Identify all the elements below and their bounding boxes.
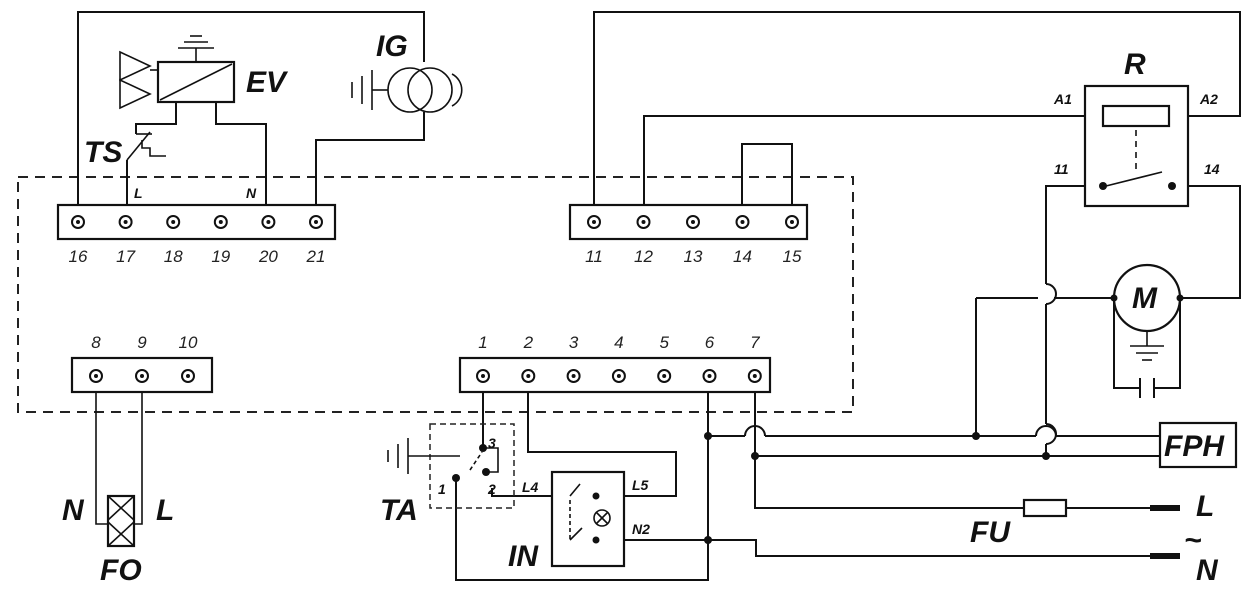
ev-valve: EV	[119, 35, 289, 110]
terminal-screw-center-2	[526, 374, 531, 378]
terminal-screw-center-3	[571, 374, 576, 378]
terminal-number-9: 9	[137, 333, 147, 352]
terminal-number-15: 15	[783, 247, 802, 266]
in-switch: IN L4 L5 N2	[508, 470, 650, 573]
relay-11-label: 11	[1054, 161, 1069, 177]
terminal-block-c: 8 9 10	[70, 333, 214, 394]
terminal-number-10: 10	[179, 333, 198, 352]
ts-label: TS	[84, 136, 122, 169]
terminal-screw-center-9	[140, 374, 144, 378]
terminal-number-13: 13	[684, 247, 703, 266]
terminal-block-d: 1 2 3 4 5 6 7	[458, 333, 772, 394]
ts-switch: TS	[84, 131, 166, 169]
relay-14-label: 14	[1204, 161, 1220, 177]
terminal-block-a: 16 17 18 19 20 21	[56, 203, 337, 266]
fo-l-label: L	[156, 494, 174, 527]
terminal-number-12: 12	[634, 247, 653, 266]
terminal-screw-center-14	[740, 220, 745, 224]
in-l4-label: L4	[522, 479, 539, 495]
relay-r: R A1 A2 11 14	[1053, 48, 1220, 208]
ta-pin-3: 3	[488, 435, 496, 451]
ta-label: TA	[380, 494, 418, 527]
terminal-number-1: 1	[478, 333, 487, 352]
wires	[77, 11, 1241, 581]
terminal-screw-center-5	[662, 374, 667, 378]
terminal-number-20: 20	[258, 247, 278, 266]
terminal-screw-center-8	[94, 374, 98, 378]
motor-m: M	[1110, 263, 1184, 361]
terminal-number-5: 5	[659, 333, 669, 352]
terminal-number-3: 3	[569, 333, 579, 352]
fo-component: FO N L	[62, 494, 174, 587]
terminal-screw-center-17	[123, 220, 128, 224]
in-label: IN	[508, 540, 539, 573]
terminal-screw-center-13	[691, 220, 695, 224]
terminal-screw-center-16	[76, 220, 80, 224]
fu-label: FU	[970, 516, 1011, 549]
terminal-screw-center-7	[752, 374, 757, 378]
fph-component: FPH	[1158, 421, 1238, 469]
ig-transformer: IG	[351, 30, 463, 113]
terminal-number-18: 18	[164, 247, 183, 266]
terminal-screw-center-4	[616, 374, 621, 378]
terminal-number-19: 19	[211, 247, 230, 266]
terminal-number-21: 21	[306, 247, 326, 266]
terminal-screw-center-11	[592, 220, 596, 224]
terminal-number-14: 14	[733, 247, 752, 266]
fo-n-label: N	[62, 494, 85, 527]
terminal-number-11: 11	[585, 247, 603, 266]
terminal-screw-center-6	[707, 374, 712, 378]
mains-l-label: L	[1196, 490, 1214, 523]
terminal-screw-center-18	[171, 220, 176, 224]
mains-n-label: N	[1196, 554, 1219, 587]
terminal-20-n-label: N	[246, 185, 257, 201]
terminal-number-2: 2	[523, 333, 534, 352]
fph-label: FPH	[1164, 430, 1225, 463]
terminal-number-4: 4	[614, 333, 623, 352]
in-n2-label: N2	[632, 521, 650, 537]
junctions	[704, 432, 1050, 544]
terminal-number-16: 16	[69, 247, 88, 266]
fuse-fu: FU	[970, 498, 1068, 549]
terminal-number-17: 17	[116, 247, 135, 266]
terminal-17-l-label: L	[134, 185, 143, 201]
ev-label: EV	[246, 66, 289, 99]
terminal-number-7: 7	[750, 333, 760, 352]
terminal-screw-center-21	[314, 220, 318, 224]
mains-ac-label: ~	[1184, 524, 1202, 557]
terminal-screw-center-12	[641, 220, 646, 224]
terminal-screw-center-15	[790, 220, 794, 224]
motor-label: M	[1132, 282, 1158, 315]
ta-pin-1: 1	[438, 481, 446, 497]
fo-label: FO	[100, 554, 142, 587]
terminal-block-b: 11 12 13 14 15	[568, 203, 809, 266]
ta-selector: TA 3 1 2	[380, 423, 515, 527]
relay-a1-label: A1	[1053, 91, 1072, 107]
in-l5-label: L5	[632, 477, 649, 493]
mains-terminals: L N ~	[1150, 490, 1219, 587]
terminal-number-8: 8	[91, 333, 101, 352]
terminal-screw-center-20	[266, 220, 271, 224]
terminal-screw-center-10	[186, 374, 190, 378]
terminal-number-6: 6	[705, 333, 715, 352]
terminal-screw-center-19	[218, 220, 223, 224]
terminal-screw-center-1	[481, 374, 485, 378]
relay-a2-label: A2	[1199, 91, 1218, 107]
ig-label: IG	[376, 30, 408, 63]
ta-pin-2: 2	[487, 481, 496, 497]
relay-label: R	[1124, 48, 1146, 81]
